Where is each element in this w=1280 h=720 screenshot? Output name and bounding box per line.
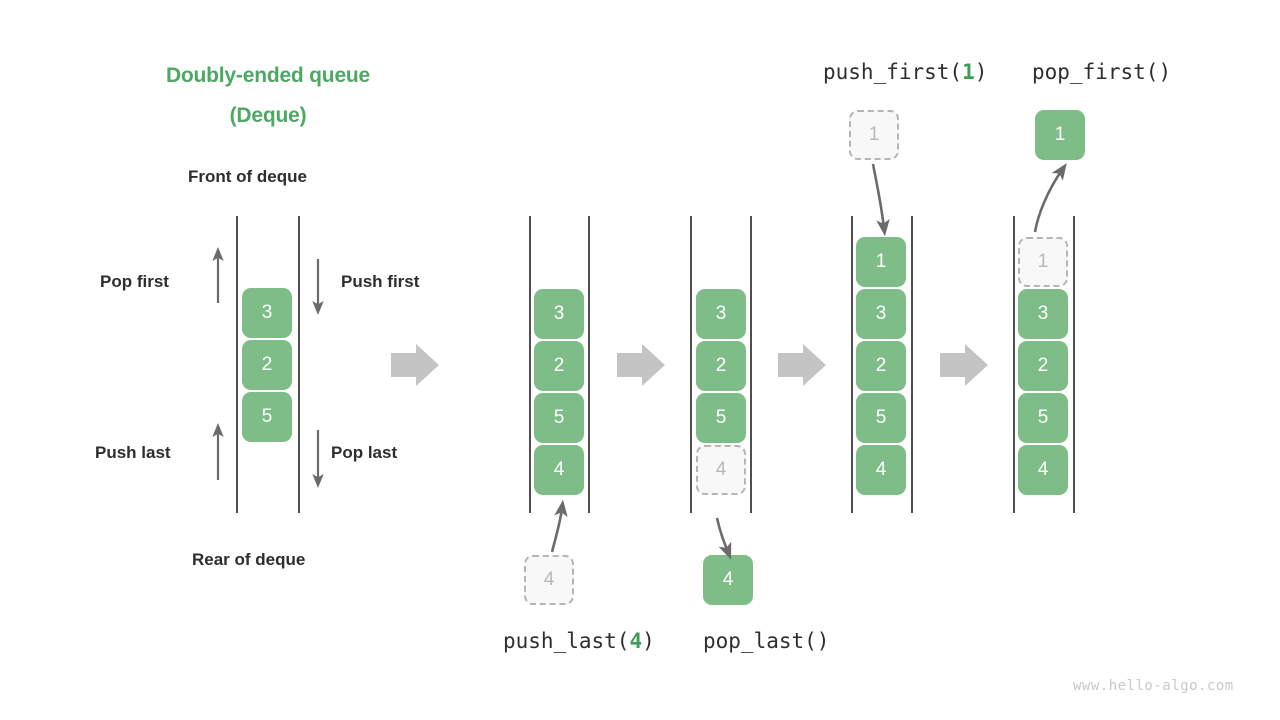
panel-initial-cell: 5 — [534, 393, 584, 443]
figure-title-line2: (Deque) — [229, 104, 307, 127]
transition-arrow-3 — [778, 344, 826, 386]
push-first-arg: 1 — [962, 60, 975, 84]
panel-push-last-cell: 3 — [696, 289, 746, 339]
push-last-suffix: ) — [642, 629, 655, 653]
schematic-cell: 2 — [242, 340, 292, 390]
panel-push-first-cell: 2 — [1018, 341, 1068, 391]
transition-arrow-4 — [940, 344, 988, 386]
panel-pop-last-cell: 1 — [856, 237, 906, 287]
transition-arrow-1 — [391, 344, 439, 386]
panel-push-last-cell: 5 — [696, 393, 746, 443]
panel-pop-last-rail-right — [911, 216, 913, 513]
push-first-operation-label: push_first(1) — [823, 60, 987, 84]
panel-initial-cell: 2 — [534, 341, 584, 391]
panel-push-last-rail-right — [750, 216, 752, 513]
pop-last-operation-label: pop_last() — [703, 629, 829, 653]
push-last-transfer-arrow — [550, 499, 568, 553]
pop-first-suffix: ) — [1158, 60, 1172, 84]
panel-push-first-ghost-cell: 1 — [1018, 237, 1068, 287]
panel-pop-last-cell: 5 — [856, 393, 906, 443]
push-last-label: Push last — [95, 443, 171, 462]
pop-first-outgoing-cell: 1 — [1035, 110, 1085, 160]
pop-last-transfer-arrow — [715, 517, 732, 560]
push-last-arg: 4 — [629, 629, 643, 653]
pop-first-prefix: pop_first( — [1032, 60, 1159, 84]
panel-pop-last-rail-left — [851, 216, 853, 513]
panel-push-first-rail-right — [1073, 216, 1075, 513]
panel-push-first-rail-left — [1013, 216, 1015, 513]
figure-title-line1: Doubly-ended queue — [165, 64, 371, 87]
panel-push-first-cell: 3 — [1018, 289, 1068, 339]
panel-push-last-ghost-cell: 4 — [696, 445, 746, 495]
push-last-operation-label: push_last(4) — [503, 629, 655, 653]
push-first-transfer-arrow — [871, 163, 890, 237]
pop-last-prefix: pop_last( — [703, 629, 817, 653]
panel-pop-last-cell: 3 — [856, 289, 906, 339]
panel-pop-last-cell: 2 — [856, 341, 906, 391]
panel-initial-cell: 3 — [534, 289, 584, 339]
rear-of-deque-label: Rear of deque — [192, 550, 306, 569]
push-last-prefix: push_last( — [503, 629, 630, 653]
transition-arrow-2 — [617, 344, 665, 386]
pop-first-label: Pop first — [100, 272, 169, 291]
panel-pop-last-cell: 4 — [856, 445, 906, 495]
front-of-deque-label: Front of deque — [188, 167, 307, 186]
push-last-incoming-ghost-cell: 4 — [524, 555, 574, 605]
panel-push-first-cell: 4 — [1018, 445, 1068, 495]
panel-initial-cell: 4 — [534, 445, 584, 495]
panel-initial-rail-right — [588, 216, 590, 513]
pop-last-suffix: ) — [816, 629, 830, 653]
panel-initial-rail-left — [529, 216, 531, 513]
panel-push-last-cell: 2 — [696, 341, 746, 391]
panel-push-last-rail-left — [690, 216, 692, 513]
pop-last-outgoing-cell: 4 — [703, 555, 753, 605]
panel-push-first-cell: 5 — [1018, 393, 1068, 443]
pop-last-label: Pop last — [331, 443, 398, 462]
pop-first-operation-label: pop_first() — [1032, 60, 1171, 84]
push-first-prefix: push_first( — [823, 60, 963, 84]
pop-first-transfer-arrow — [1033, 163, 1067, 233]
schematic-cell: 5 — [242, 392, 292, 442]
push-first-incoming-ghost-cell: 1 — [849, 110, 899, 160]
schematic-cell: 3 — [242, 288, 292, 338]
watermark: www.hello-algo.com — [1073, 678, 1234, 694]
push-first-label: Push first — [341, 272, 420, 291]
schematic-rail-left — [236, 216, 238, 513]
push-first-suffix: ) — [974, 60, 988, 84]
schematic-rail-right — [298, 216, 300, 513]
